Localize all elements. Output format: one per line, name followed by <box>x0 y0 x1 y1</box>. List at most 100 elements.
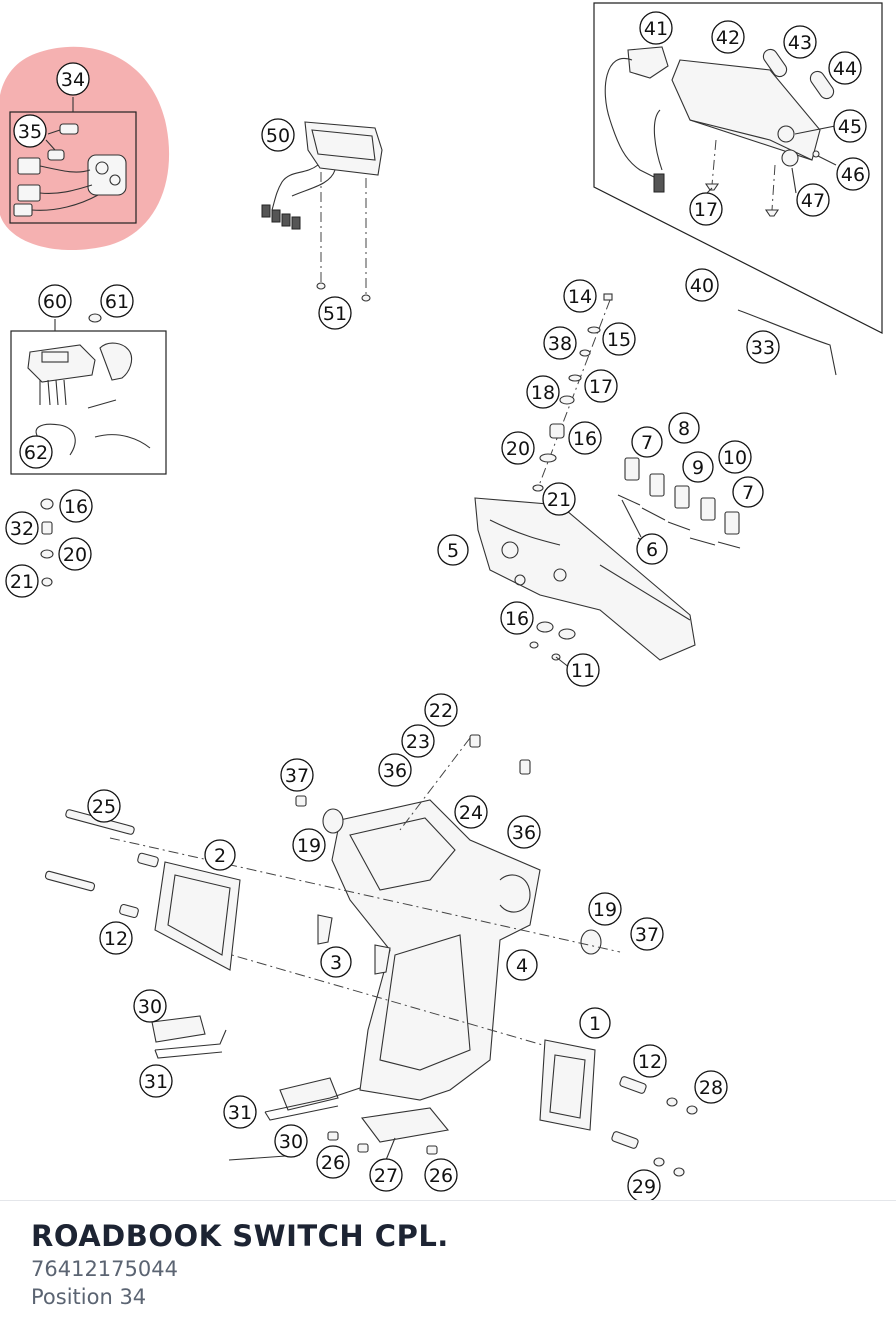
callout-label: 22 <box>429 700 453 722</box>
callout-circle <box>627 1169 661 1200</box>
callout-17[interactable]: 17 <box>584 369 618 403</box>
callout-37[interactable]: 37 <box>280 758 314 792</box>
callout-label: 16 <box>64 496 88 518</box>
callout-circle <box>274 1124 308 1158</box>
callout-label: 5 <box>447 540 459 562</box>
callout-27[interactable]: 27 <box>369 1158 403 1192</box>
callout-14[interactable]: 14 <box>563 279 597 313</box>
callout-16[interactable]: 16 <box>568 421 602 455</box>
callout-17[interactable]: 17 <box>689 192 723 226</box>
callout-label: 40 <box>690 275 714 297</box>
callout-7[interactable]: 7 <box>732 476 764 508</box>
callout-circle <box>732 476 764 508</box>
callout-36[interactable]: 36 <box>378 753 412 787</box>
callout-circle <box>746 330 780 364</box>
callout-21[interactable]: 21 <box>542 482 576 516</box>
callout-7[interactable]: 7 <box>631 426 663 458</box>
callout-5[interactable]: 5 <box>437 534 469 566</box>
part-title: ROADBOOK SWITCH CPL. <box>31 1219 449 1253</box>
callout-circle <box>424 1158 458 1192</box>
callout-16[interactable]: 16 <box>500 601 534 635</box>
callout-circle <box>828 51 862 85</box>
callout-12[interactable]: 12 <box>99 921 133 955</box>
callout-25[interactable]: 25 <box>87 789 121 823</box>
callout-34[interactable]: 34 <box>56 62 90 96</box>
callout-circle <box>139 1064 173 1098</box>
callout-circle <box>718 440 752 474</box>
callout-label: 23 <box>406 731 430 753</box>
callout-33[interactable]: 33 <box>746 330 780 364</box>
callout-2[interactable]: 2 <box>204 839 236 871</box>
part-number: 76412175044 <box>31 1257 178 1281</box>
callout-circle <box>711 20 745 54</box>
callout-4[interactable]: 4 <box>506 949 538 981</box>
callout-26[interactable]: 26 <box>316 1145 350 1179</box>
callout-21[interactable]: 21 <box>5 564 39 598</box>
callout-41[interactable]: 41 <box>639 11 673 45</box>
callout-3[interactable]: 3 <box>320 946 352 978</box>
callout-43[interactable]: 43 <box>783 25 817 59</box>
callout-50[interactable]: 50 <box>261 118 295 152</box>
callout-46[interactable]: 46 <box>836 157 870 191</box>
callout-8[interactable]: 8 <box>668 412 700 444</box>
callout-circle <box>437 534 469 566</box>
callout-47[interactable]: 47 <box>796 183 830 217</box>
callout-circle <box>204 839 236 871</box>
callout-42[interactable]: 42 <box>711 20 745 54</box>
callout-10[interactable]: 10 <box>718 440 752 474</box>
callout-28[interactable]: 28 <box>694 1070 728 1104</box>
callout-26[interactable]: 26 <box>424 1158 458 1192</box>
callout-20[interactable]: 20 <box>501 431 535 465</box>
callout-40[interactable]: 40 <box>685 268 719 302</box>
callout-1[interactable]: 1 <box>579 1007 611 1039</box>
callout-15[interactable]: 15 <box>602 322 636 356</box>
callout-circle <box>99 921 133 955</box>
callout-37[interactable]: 37 <box>630 917 664 951</box>
callout-31[interactable]: 31 <box>223 1095 257 1129</box>
callout-circle <box>694 1070 728 1104</box>
callout-30[interactable]: 30 <box>274 1124 308 1158</box>
kit-box-60 <box>10 330 167 475</box>
callout-6[interactable]: 6 <box>636 533 668 565</box>
callout-label: 45 <box>838 116 862 138</box>
callout-38[interactable]: 38 <box>543 326 577 360</box>
callout-35[interactable]: 35 <box>13 114 47 148</box>
callout-circle <box>56 62 90 96</box>
callout-20[interactable]: 20 <box>58 537 92 571</box>
callout-60[interactable]: 60 <box>38 284 72 318</box>
callout-19[interactable]: 19 <box>588 892 622 926</box>
callout-24[interactable]: 24 <box>454 795 488 829</box>
callout-12[interactable]: 12 <box>633 1044 667 1078</box>
callout-32[interactable]: 32 <box>5 511 39 545</box>
callout-11[interactable]: 11 <box>566 653 600 687</box>
callout-circle <box>501 431 535 465</box>
callout-circle <box>378 753 412 787</box>
callout-22[interactable]: 22 <box>424 693 458 727</box>
callout-label: 35 <box>18 121 42 143</box>
callout-30[interactable]: 30 <box>133 989 167 1023</box>
callout-31[interactable]: 31 <box>139 1064 173 1098</box>
callout-45[interactable]: 45 <box>833 109 867 143</box>
callout-44[interactable]: 44 <box>828 51 862 85</box>
callout-9[interactable]: 9 <box>682 451 714 483</box>
callout-label: 61 <box>105 291 129 313</box>
callout-18[interactable]: 18 <box>526 375 560 409</box>
callout-circle <box>579 1007 611 1039</box>
callout-51[interactable]: 51 <box>318 296 352 330</box>
part-info-footer: ROADBOOK SWITCH CPL. 76412175044 Positio… <box>0 1200 896 1336</box>
callout-label: 33 <box>751 337 775 359</box>
callout-label: 36 <box>383 760 407 782</box>
callout-circle <box>566 653 600 687</box>
callout-16[interactable]: 16 <box>59 489 93 523</box>
callout-label: 10 <box>723 447 747 469</box>
callout-62[interactable]: 62 <box>19 435 53 469</box>
callout-label: 19 <box>593 899 617 921</box>
callout-36[interactable]: 36 <box>507 815 541 849</box>
main-bracket-drawing <box>44 734 698 1177</box>
callout-circle <box>320 946 352 978</box>
callout-29[interactable]: 29 <box>627 1169 661 1200</box>
callout-61[interactable]: 61 <box>100 284 134 318</box>
callout-19[interactable]: 19 <box>292 828 326 862</box>
callout-23[interactable]: 23 <box>401 724 435 758</box>
